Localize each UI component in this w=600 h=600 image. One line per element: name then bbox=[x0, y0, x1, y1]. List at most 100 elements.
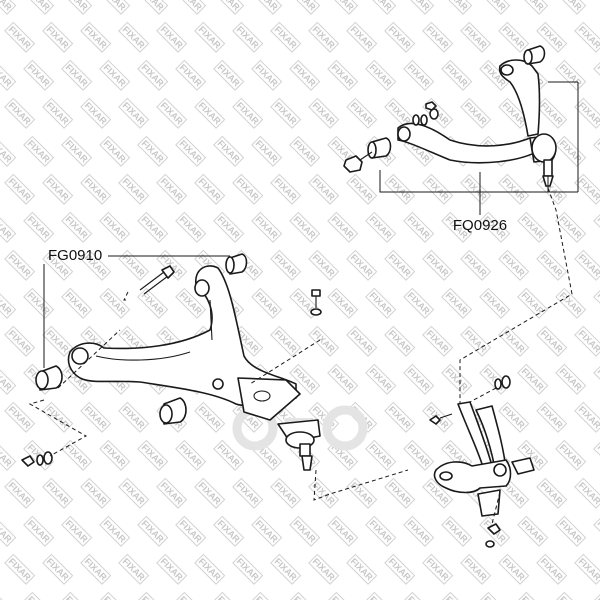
upper-arm-callout: FQ0926 bbox=[379, 81, 579, 234]
watermark-text: FIXAR bbox=[140, 138, 167, 165]
watermark-tile: FIXAR bbox=[460, 325, 492, 357]
watermark-text: FIXAR bbox=[387, 252, 414, 279]
watermark-tile: FIXAR bbox=[365, 287, 397, 319]
watermark-text: FIXAR bbox=[64, 214, 91, 241]
watermark-tile: FIXAR bbox=[346, 97, 378, 129]
watermark-text: FIXAR bbox=[45, 404, 72, 431]
watermark-tile: FIXAR bbox=[4, 553, 36, 585]
watermark-text: FIXAR bbox=[83, 100, 110, 127]
watermark-tile: FIXAR bbox=[61, 0, 93, 15]
watermark-tile: FIXAR bbox=[365, 211, 397, 243]
watermark-tile: FIXAR bbox=[175, 515, 207, 547]
watermark-tile: FIXAR bbox=[251, 287, 283, 319]
watermark-tile: FIXAR bbox=[346, 553, 378, 585]
watermark-text: FIXAR bbox=[425, 328, 452, 355]
watermark-tile: FIXAR bbox=[4, 325, 36, 357]
watermark-tile: FIXAR bbox=[137, 211, 169, 243]
watermark-tile: FIXAR bbox=[251, 515, 283, 547]
watermark-tile: FIXAR bbox=[270, 97, 302, 129]
watermark-tile: FIXAR bbox=[441, 287, 473, 319]
watermark-tile: FIXAR bbox=[23, 287, 55, 319]
watermark-tile: FIXAR bbox=[422, 21, 454, 53]
watermark-tile: FIXAR bbox=[346, 249, 378, 281]
watermark-text: FIXAR bbox=[178, 138, 205, 165]
watermark-tile: FIXAR bbox=[194, 173, 226, 205]
watermark-tile: FIXAR bbox=[61, 439, 93, 471]
watermark-tile: FIXAR bbox=[213, 591, 245, 600]
watermark-text: FIXAR bbox=[311, 328, 338, 355]
watermark-text: FIXAR bbox=[577, 480, 600, 507]
watermark-text: FIXAR bbox=[45, 328, 72, 355]
watermark-text: FIXAR bbox=[273, 556, 300, 583]
watermark-tile: FIXAR bbox=[384, 325, 416, 357]
watermark-text: FIXAR bbox=[254, 290, 281, 317]
watermark-tile: FIXAR bbox=[251, 135, 283, 167]
watermark-tile: FIXAR bbox=[194, 477, 226, 509]
watermark-text: FIXAR bbox=[7, 100, 34, 127]
watermark-text: FIXAR bbox=[197, 176, 224, 203]
watermark-text: FIXAR bbox=[45, 556, 72, 583]
watermark-tile: FIXAR bbox=[517, 591, 549, 600]
watermark-text: FIXAR bbox=[292, 518, 319, 545]
watermark-tile: FIXAR bbox=[308, 477, 340, 509]
watermark-tile: FIXAR bbox=[422, 553, 454, 585]
upper-arm-bolt bbox=[343, 151, 373, 173]
watermark-tile: FIXAR bbox=[346, 325, 378, 357]
watermark-tile: FIXAR bbox=[555, 211, 587, 243]
watermark-text: FIXAR bbox=[425, 24, 452, 51]
watermark-text: FIXAR bbox=[197, 480, 224, 507]
watermark-tile: FIXAR bbox=[327, 211, 359, 243]
watermark-text: FIXAR bbox=[0, 594, 14, 600]
watermark-text: FIXAR bbox=[387, 404, 414, 431]
watermark-text: FIXAR bbox=[520, 366, 547, 393]
watermark-text: FIXAR bbox=[501, 252, 528, 279]
watermark-tile: FIXAR bbox=[403, 59, 435, 91]
watermark-text: FIXAR bbox=[330, 366, 357, 393]
watermark-tile: FIXAR bbox=[99, 59, 131, 91]
watermark-text: FIXAR bbox=[254, 518, 281, 545]
watermark-text: FIXAR bbox=[121, 404, 148, 431]
watermark-tile: FIXAR bbox=[517, 515, 549, 547]
watermark-tile: FIXAR bbox=[99, 515, 131, 547]
watermark-text: FIXAR bbox=[368, 366, 395, 393]
watermark-tile: FIXAR bbox=[270, 553, 302, 585]
watermark-tile: FIXAR bbox=[0, 515, 17, 547]
watermark-text: FIXAR bbox=[368, 442, 395, 469]
watermark-text: FIXAR bbox=[45, 24, 72, 51]
watermark-tile: FIXAR bbox=[460, 21, 492, 53]
watermark-tile: FIXAR bbox=[460, 553, 492, 585]
watermark-tile: FIXAR bbox=[0, 211, 17, 243]
watermark-tile: FIXAR bbox=[422, 173, 454, 205]
watermark-tile: FIXAR bbox=[137, 591, 169, 600]
watermark-text: FIXAR bbox=[444, 518, 471, 545]
watermark-tile: FIXAR bbox=[4, 249, 36, 281]
watermark-tile: FIXAR bbox=[384, 401, 416, 433]
watermark-text: FIXAR bbox=[577, 252, 600, 279]
watermark-tile: FIXAR bbox=[574, 249, 600, 281]
watermark-text: FIXAR bbox=[311, 252, 338, 279]
watermark-tile: FIXAR bbox=[194, 553, 226, 585]
watermark-text: FIXAR bbox=[558, 366, 585, 393]
watermark-text: FIXAR bbox=[444, 290, 471, 317]
watermark-tile: FIXAR bbox=[346, 21, 378, 53]
watermark-tile: FIXAR bbox=[593, 439, 600, 471]
watermark-text: FIXAR bbox=[216, 214, 243, 241]
watermark-text: FIXAR bbox=[558, 442, 585, 469]
lower-arm-part-number: FG0910 bbox=[48, 247, 102, 264]
watermark-tile: FIXAR bbox=[4, 401, 36, 433]
watermark-text: FIXAR bbox=[577, 556, 600, 583]
watermark-text: FIXAR bbox=[558, 62, 585, 89]
watermark-tile: FIXAR bbox=[555, 515, 587, 547]
watermark-text: FIXAR bbox=[121, 176, 148, 203]
watermark-text: FIXAR bbox=[330, 518, 357, 545]
ball-joint-bolt bbox=[310, 289, 322, 316]
watermark-tile: FIXAR bbox=[232, 477, 264, 509]
watermark-text: FIXAR bbox=[121, 24, 148, 51]
watermark-tile: FIXAR bbox=[23, 211, 55, 243]
watermark-tile: FIXAR bbox=[137, 287, 169, 319]
watermark-tile: FIXAR bbox=[555, 363, 587, 395]
watermark-text: FIXAR bbox=[45, 480, 72, 507]
watermark-text: FIXAR bbox=[235, 24, 262, 51]
watermark-tile: FIXAR bbox=[270, 249, 302, 281]
watermark-text: FIXAR bbox=[349, 100, 376, 127]
